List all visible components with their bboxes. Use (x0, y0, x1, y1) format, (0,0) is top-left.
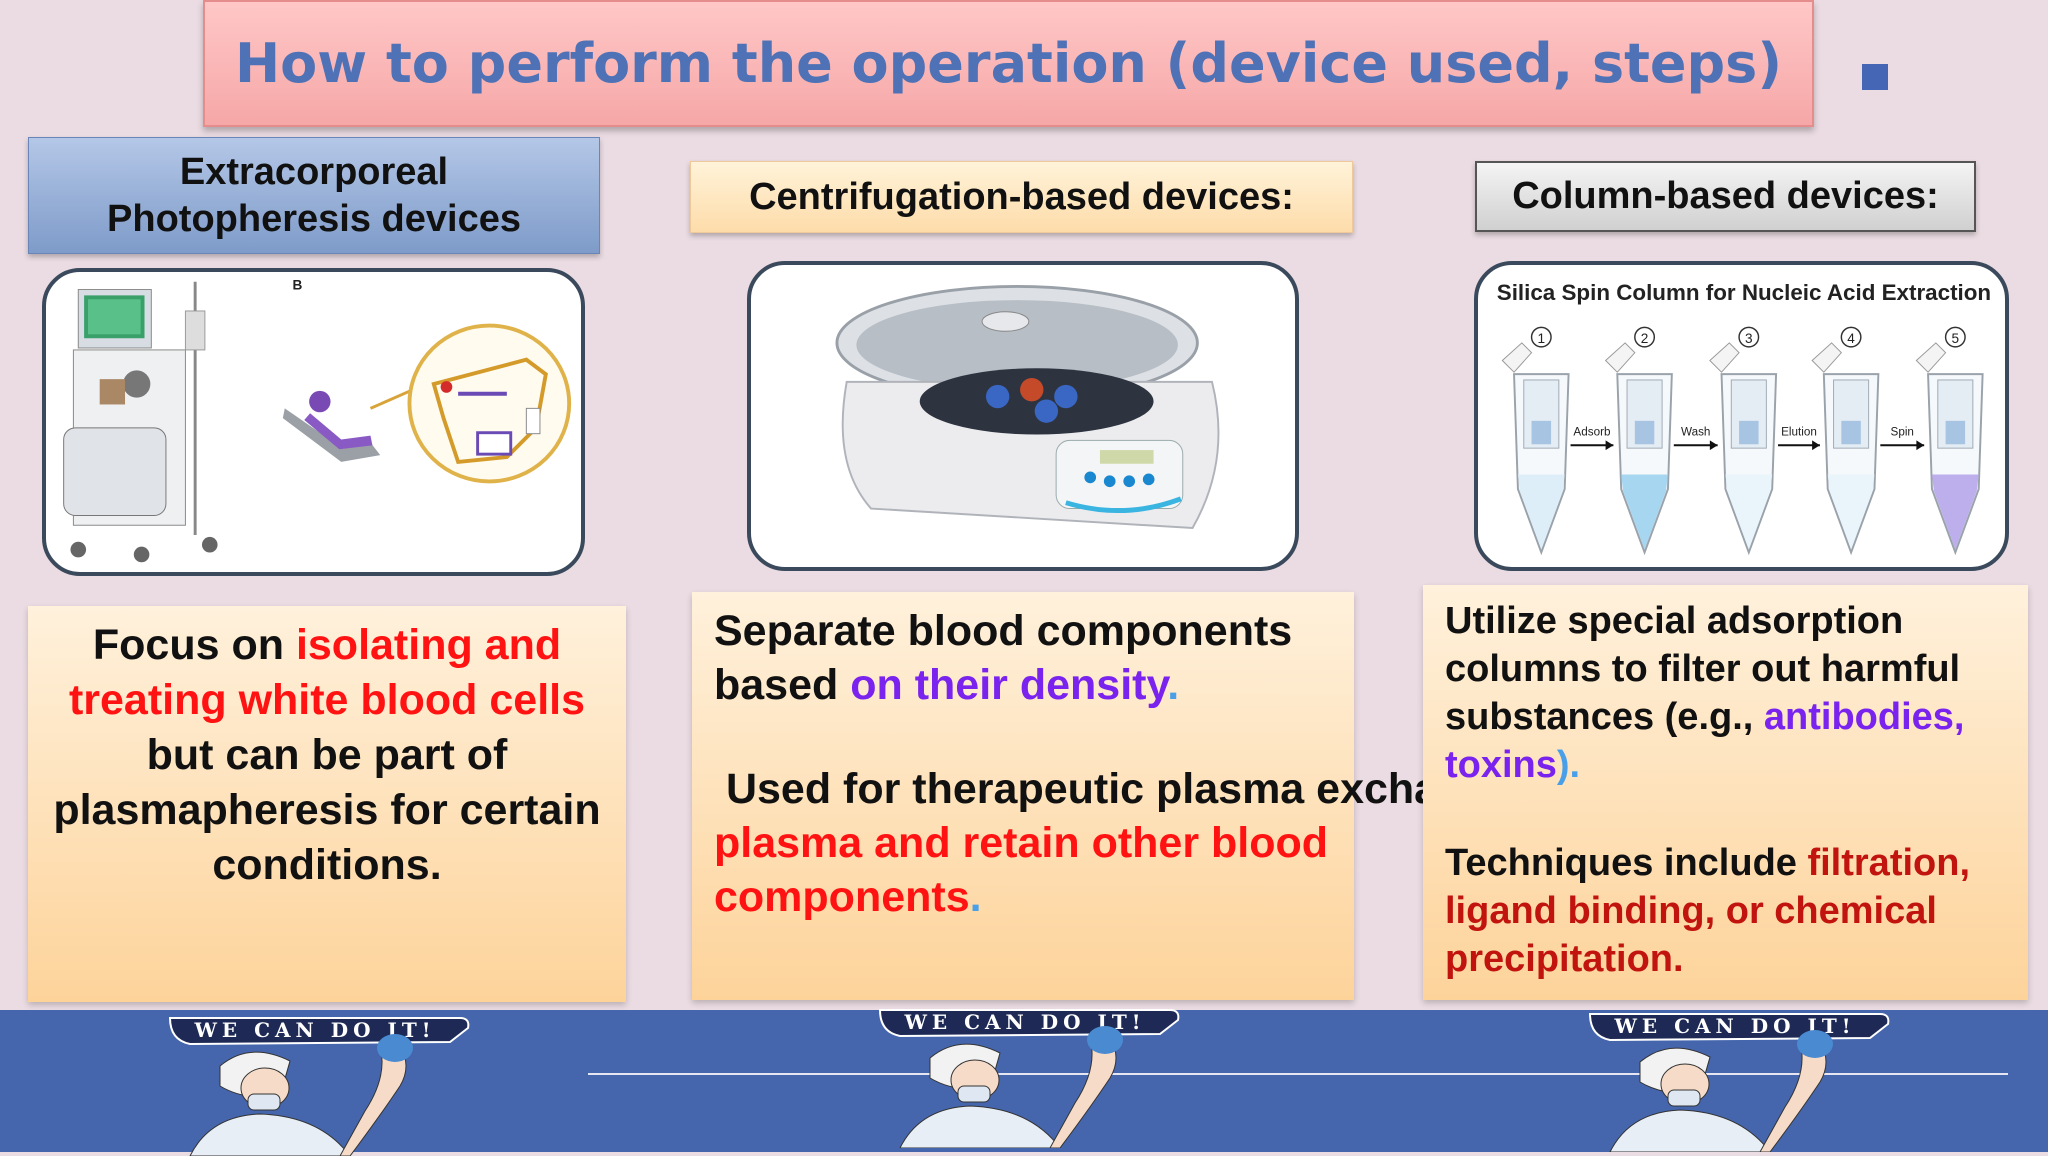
dna-sample (1634, 420, 1655, 445)
step-number-circle (1840, 326, 1862, 348)
step-arrow-head (1812, 440, 1820, 451)
header-ecp-line2: Photopheresis devices (107, 197, 521, 240)
header-column-devices: Column-based devices: (1475, 161, 1976, 232)
step-number-circle (1738, 326, 1760, 348)
tube-liquid (1827, 474, 1875, 550)
dna-sample (1841, 420, 1861, 445)
step-number-circle (1634, 326, 1656, 348)
figure-b-label: B (293, 278, 303, 293)
tube-liquid (1931, 474, 1979, 550)
step-number: 1 (1538, 331, 1546, 346)
dna-sample (1531, 420, 1552, 445)
column-description-box: Utilize special adsorption columns to fi… (1423, 585, 2028, 1000)
column-text-dot: . (1673, 938, 1684, 980)
header-ecp-devices: Extracorporeal Photopheresis devices (28, 137, 600, 254)
step-arrow-head (1605, 440, 1614, 451)
slide-title: How to perform the operation (device use… (203, 0, 1814, 127)
tube-liquid (1725, 474, 1773, 550)
header-ecp-line1: Extracorporeal (179, 150, 449, 193)
dna-sample (1739, 420, 1759, 445)
tube-cap (1709, 342, 1740, 373)
step-number: 4 (1847, 331, 1855, 346)
we-can-do-it-poster-right: WE CAN DO IT! (1570, 1002, 1900, 1152)
nurse-poster-icon: WE CAN DO IT! (878, 1009, 1180, 1148)
band-divider-line (588, 1073, 2008, 1075)
column-text-intro: Utilize special adsorption columns to fi… (1445, 600, 1961, 738)
we-can-do-it-poster-left: WE CAN DO IT! (150, 1006, 480, 1156)
spin-column-icon: Silica Spin Column for Nucleic Acid Extr… (1497, 280, 1991, 556)
step-number: 5 (1952, 331, 1960, 346)
column-text-antibodies: antibodies, toxins (1445, 696, 1965, 786)
centrifugation-paragraph-1: Separate blood components based on their… (714, 604, 1332, 712)
tube-cap (1604, 342, 1636, 373)
header-column-text: Column-based devices: (1512, 175, 1939, 217)
ecp-description-box: Focus on isolating and treating white bl… (28, 606, 626, 1002)
step-number-circle (1944, 326, 1966, 348)
tube-cap (1501, 342, 1533, 373)
dna-sample (1945, 420, 1966, 445)
tube-liquid (1517, 474, 1565, 550)
spin-figure-title: Silica Spin Column for Nucleic Acid Extr… (1497, 280, 1991, 305)
nurse-poster-icon: WE CAN DO IT! (1588, 1013, 1890, 1152)
column-paragraph-1: Utilize special adsorption columns to fi… (1445, 597, 2006, 789)
centrifugation-paragraph-2: Used for therapeutic plasma exchange (TP… (714, 762, 1856, 924)
column-text-techniques: Techniques include (1445, 842, 1808, 884)
centrifugation-text-density: on their density (850, 661, 1168, 709)
centrifugation-description-box: Separate blood components based on their… (692, 592, 1856, 1000)
step-arrow-label: Spin (1891, 425, 1914, 438)
slide-title-text: How to perform the operation (device use… (234, 32, 1782, 95)
ecp-machine-icon: B (63, 278, 572, 563)
step-number: 2 (1641, 331, 1649, 346)
centrifugation-text-intro: Separate blood components based (714, 607, 1293, 709)
ecp-device-picture: B (42, 268, 585, 576)
step-arrow-label: Wash (1681, 425, 1710, 438)
spin-column-insert (1937, 379, 1974, 449)
ecp-text-intro: Focus on (92, 621, 296, 669)
spin-column-picture: Silica Spin Column for Nucleic Acid Extr… (1474, 261, 2009, 571)
centrifugation-text-dot-2: . (969, 873, 982, 921)
tube-cap (1915, 342, 1947, 373)
column-text-methods: filtration, ligand binding, or chemical … (1445, 842, 1971, 980)
column-text-close: ). (1556, 744, 1581, 786)
ecp-text-rest: but can be part of plasmapheresis for ce… (53, 731, 601, 889)
header-centrifugation-devices: Centrifugation-based devices: (690, 161, 1353, 233)
nurse-poster-icon: WE CAN DO IT! (168, 1017, 470, 1156)
step-arrow-label: Elution (1781, 425, 1817, 438)
step-arrow-head (1916, 440, 1925, 451)
ecp-text-highlight: isolating and treating white blood cells (68, 621, 586, 724)
column-paragraph-2: Techniques include filtration, ligand bi… (1445, 839, 2006, 983)
header-centrifugation-text: Centrifugation-based devices: (749, 175, 1294, 218)
step-arrow-label: Adsorb (1573, 425, 1611, 438)
tube-liquid (1621, 474, 1668, 550)
centrifuge-icon (835, 284, 1220, 530)
reclining-patient-icon (282, 390, 381, 462)
step-arrow-head (1709, 440, 1718, 451)
tube-cap (1811, 342, 1843, 373)
step-number: 3 (1745, 331, 1753, 346)
step-number-circle (1530, 326, 1552, 348)
we-can-do-it-poster-center: WE CAN DO IT! (860, 998, 1190, 1148)
centrifuge-picture (747, 261, 1299, 571)
centrifugation-text-dot-1: . (1167, 661, 1180, 709)
title-square-marker (1862, 64, 1888, 90)
